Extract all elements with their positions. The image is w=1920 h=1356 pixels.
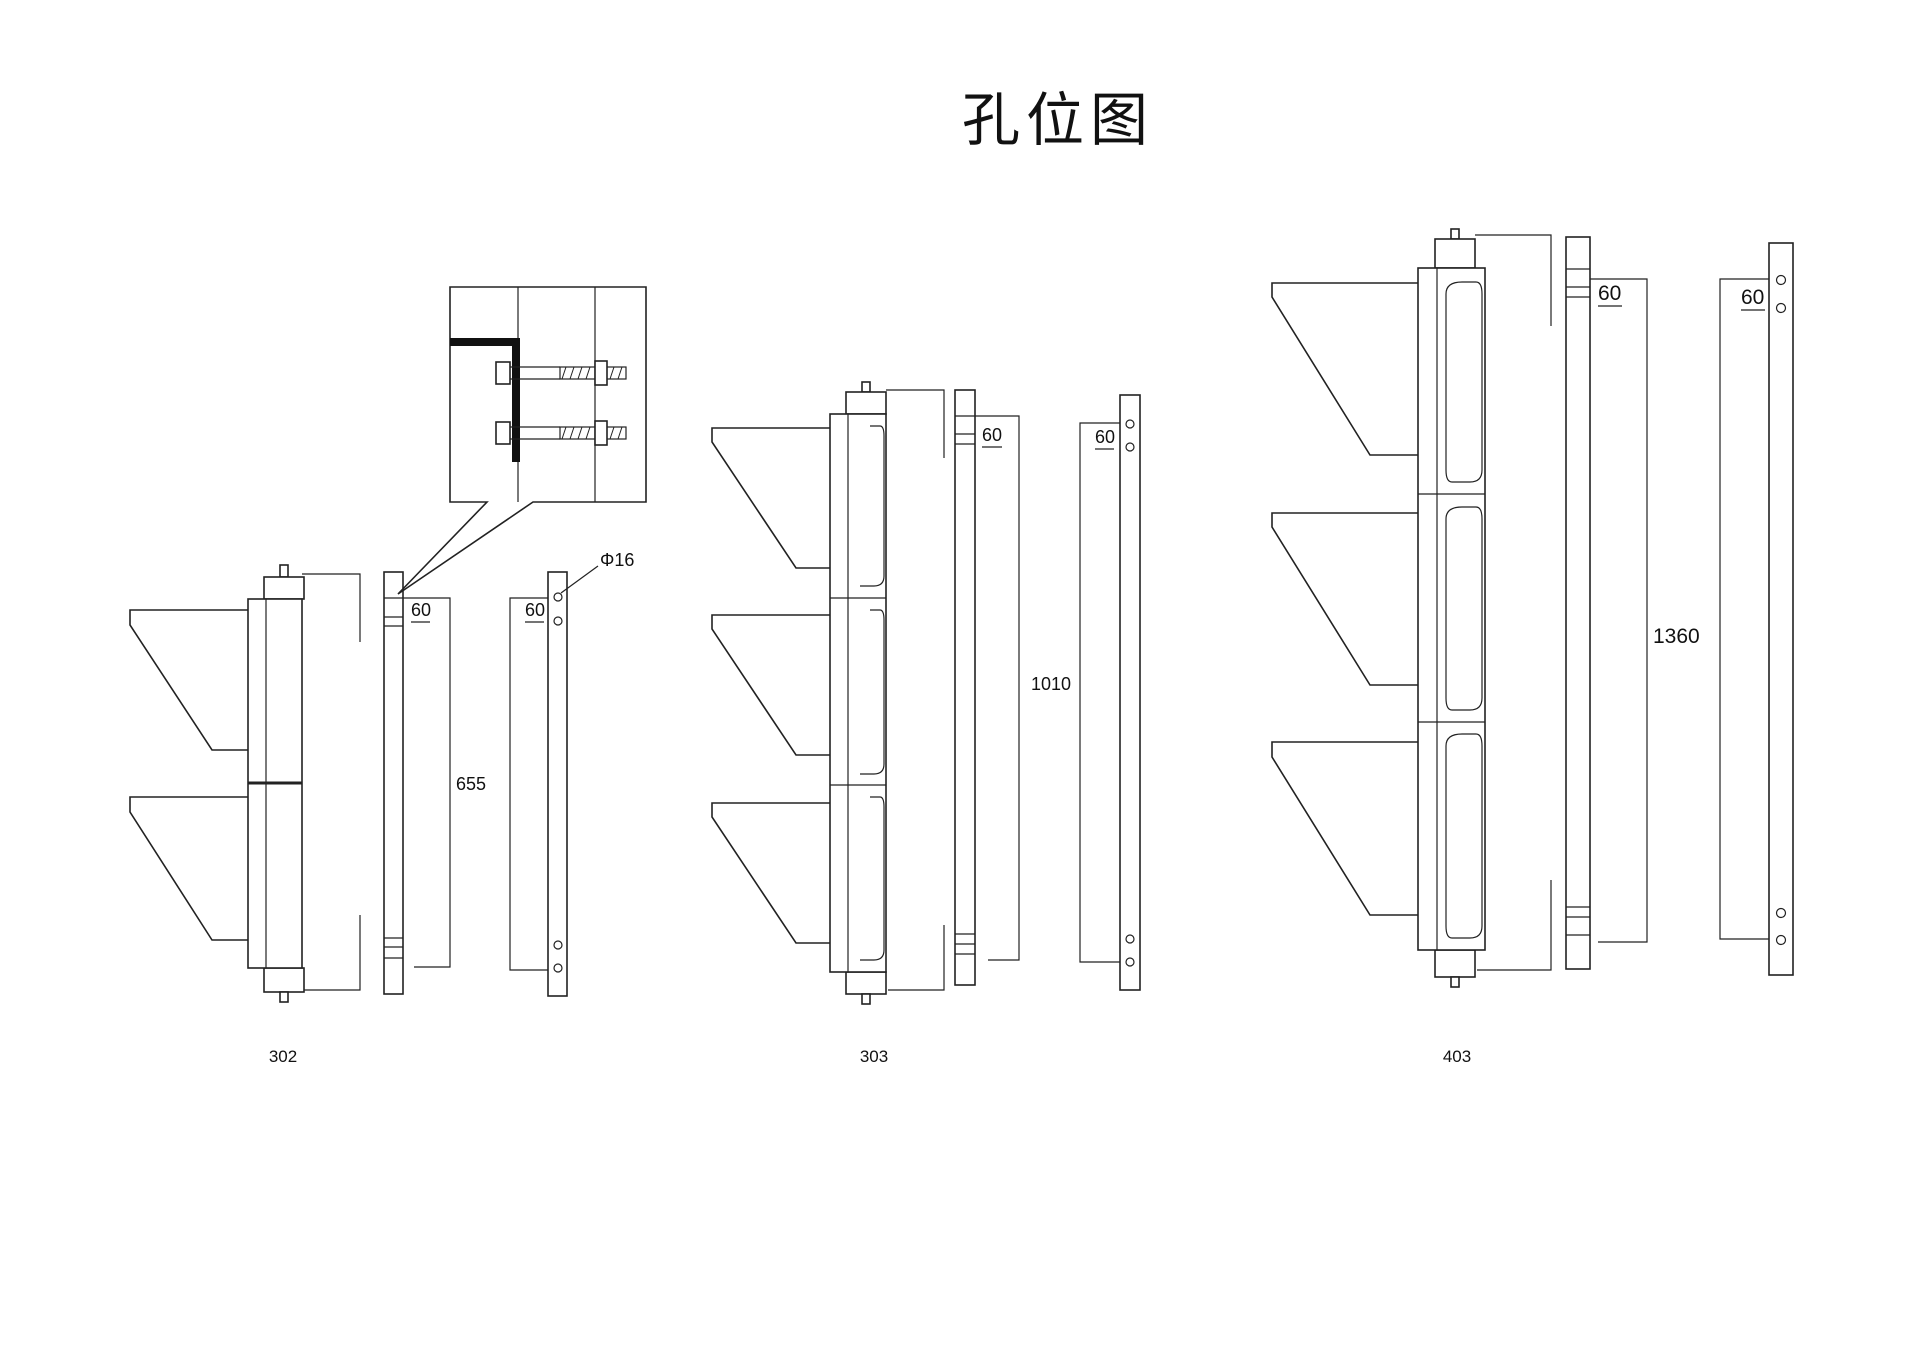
spacing-dim: 60 xyxy=(1598,282,1621,305)
spacing-dim: 60 xyxy=(411,600,431,620)
top-cap xyxy=(263,576,305,600)
top-pin xyxy=(279,564,289,578)
bolt-1 xyxy=(495,360,627,386)
plate-spacing-dim: 60 xyxy=(525,600,545,620)
bottom-cap xyxy=(263,967,305,993)
side-bar xyxy=(954,389,976,986)
visor-1 xyxy=(1271,282,1418,456)
plate-spacing-dim: 60 xyxy=(1741,286,1764,309)
visor-1 xyxy=(711,427,830,569)
mount-plate xyxy=(1768,242,1794,976)
mount-plate xyxy=(547,571,568,997)
total-dim: 655 xyxy=(456,774,486,794)
model-403: 60 1360 60 403 xyxy=(1271,228,1794,1066)
spacing-dim: 60 xyxy=(982,425,1002,445)
side-bar xyxy=(383,571,404,995)
bottom-pin xyxy=(279,991,289,1003)
model-302: 60 655 60 Φ16 302 xyxy=(129,550,634,1066)
signal-housing xyxy=(1417,267,1486,951)
visor-2 xyxy=(1271,512,1418,686)
visor-1 xyxy=(129,609,248,751)
drawing-title: 孔位图 xyxy=(962,86,1154,154)
total-dim: 1360 xyxy=(1653,625,1700,648)
visor-3 xyxy=(711,802,830,944)
model-label: 303 xyxy=(860,1047,888,1066)
bolt-detail-callout xyxy=(397,286,647,595)
bolt-2 xyxy=(495,420,627,446)
mount-plate xyxy=(1119,394,1141,991)
hole-diameter-label: Φ16 xyxy=(600,550,634,570)
plate-spacing-dim: 60 xyxy=(1095,427,1115,447)
model-label: 302 xyxy=(269,1047,297,1066)
model-label: 403 xyxy=(1443,1047,1471,1066)
total-dim: 1010 xyxy=(1031,674,1071,694)
visor-2 xyxy=(711,614,830,756)
visor-3 xyxy=(1271,741,1418,916)
bracket xyxy=(450,338,520,462)
signal-housing xyxy=(829,413,887,973)
visor-2 xyxy=(129,796,248,941)
model-303: 60 1010 60 303 xyxy=(711,381,1141,1066)
side-bar xyxy=(1565,236,1591,970)
